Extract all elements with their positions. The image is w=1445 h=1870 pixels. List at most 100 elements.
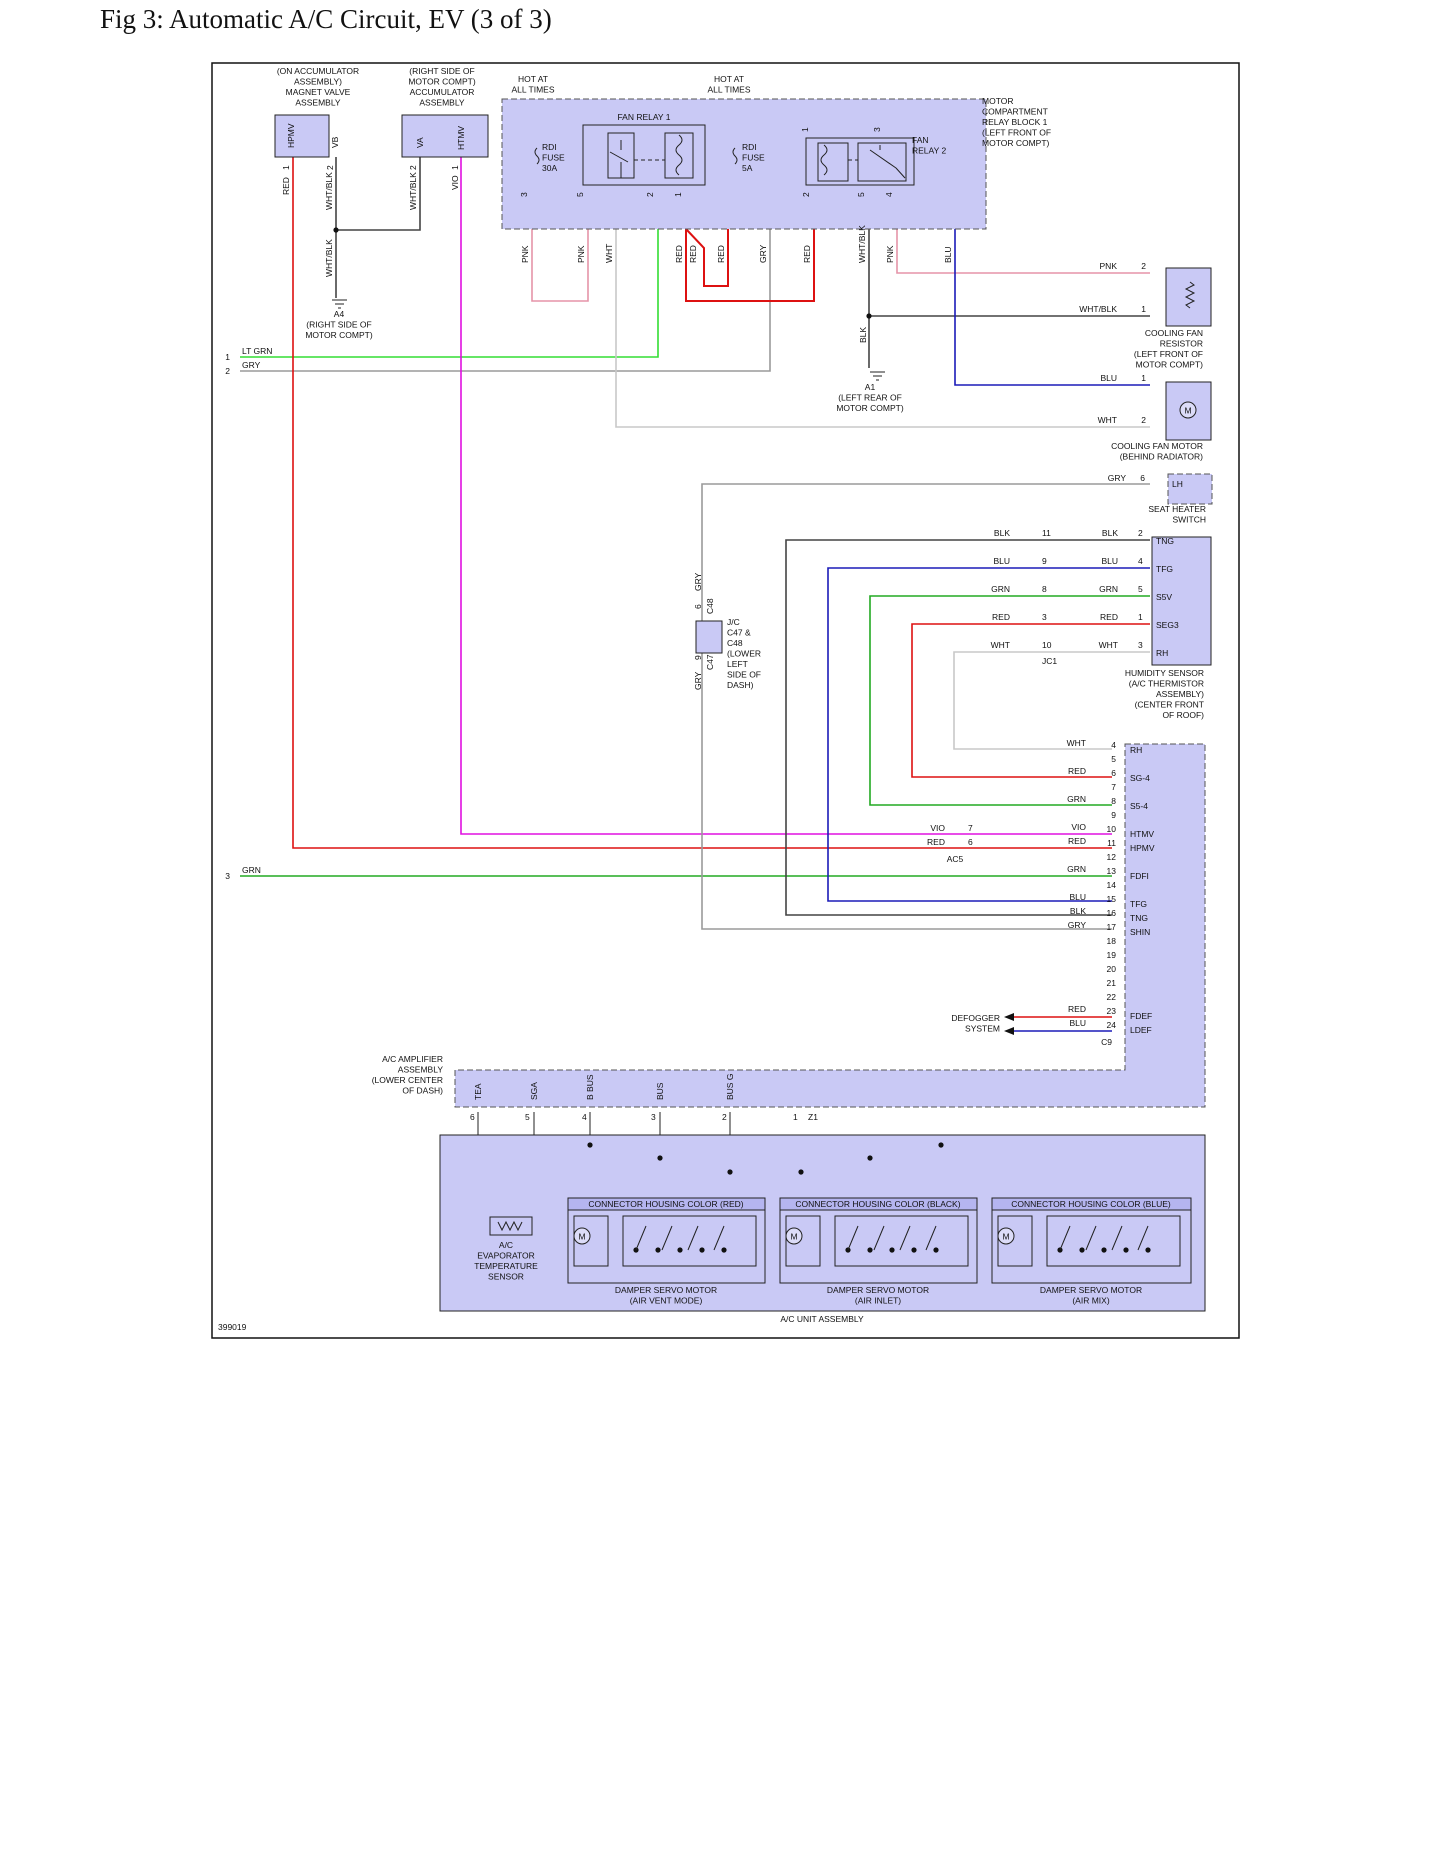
ground-a4-label-line: A4 — [334, 309, 345, 319]
splice-vb — [333, 227, 339, 233]
fuse-5a-label-line: RDI — [742, 142, 757, 152]
jc-label-line: C47 & — [727, 628, 751, 638]
humidity-num-1: 4 — [1138, 556, 1143, 566]
defogger-arrow-1 — [1004, 1027, 1014, 1035]
ground-a4-label-line: MOTOR COMPT) — [305, 330, 373, 340]
magnet-pin-num-1: 1 — [281, 165, 291, 170]
amp-pin-16: TNG — [1130, 913, 1148, 923]
jc-label-line: DASH) — [727, 680, 754, 690]
humidity-pin-2: S5V — [1156, 592, 1172, 602]
fan-relay-1-label: FAN RELAY 1 — [617, 112, 670, 122]
fan-conn-num-2: 1 — [1141, 373, 1146, 383]
amp-pin-num-4: 4 — [1111, 740, 1116, 750]
wire-blu-tfg — [827, 567, 1150, 902]
ac-amplifier-label-line: OF DASH) — [402, 1086, 443, 1096]
relay-wire-label-2: WHT — [604, 244, 614, 263]
hot1-label-line: HOT AT — [518, 74, 548, 84]
left-signal-num-2: 2 — [225, 366, 230, 376]
figure-id: 399019 — [218, 1322, 247, 1332]
jc-label-line: SIDE OF — [727, 670, 761, 680]
ac-amplifier-label-line: ASSEMBLY — [398, 1065, 444, 1075]
fuse-30a-label-line: RDI — [542, 142, 557, 152]
relay-symbols — [332, 132, 1196, 1232]
ground-a1-label-line: (LEFT REAR OF — [838, 393, 902, 403]
amp-bottom-pin-2: B BUS — [585, 1074, 595, 1100]
fan-relay-1-box — [582, 124, 706, 186]
amp-pin-num-10: 10 — [1107, 824, 1117, 834]
wire-wht-cooling-motor — [615, 229, 1150, 428]
left-signal-num-1: 1 — [225, 352, 230, 362]
relay-wire-label-8: RED — [802, 245, 812, 263]
amp-wire-15: BLU — [1069, 892, 1086, 902]
fan-relay-2-label-line: RELAY 2 — [912, 146, 946, 156]
servo-black-motor-letter: M — [790, 1232, 797, 1242]
amp-pin-10: HTMV — [1130, 829, 1154, 839]
cooling-fan-resistor-label-line: (LEFT FRONT OF — [1134, 349, 1203, 359]
amp-wire-4: WHT — [1067, 738, 1086, 748]
relay-wire-label-9: WHT/BLK — [857, 225, 867, 263]
seat-heater-pin: LH — [1172, 479, 1183, 489]
humidity-right-wire-4: WHT — [1099, 640, 1118, 650]
amp-pin-num-7: 7 — [1111, 782, 1116, 792]
servo-red-switch-frame — [622, 1215, 757, 1267]
jc-pin-6: 6 — [693, 604, 703, 609]
a1-wire-label: BLK — [858, 327, 868, 343]
hot2-label-line: HOT AT — [714, 74, 744, 84]
amp-pin-23: FDEF — [1130, 1011, 1152, 1021]
jc-label-line: (LOWER — [727, 649, 761, 659]
fan-conn-wire-1: WHT/BLK — [1079, 304, 1117, 314]
servo-red-contact-4 — [721, 1247, 727, 1253]
amp-bottom-num-4: 4 — [582, 1112, 587, 1122]
accumulator-label-line: ACCUMULATOR — [410, 87, 475, 97]
amp-bottom-num-2: 2 — [722, 1112, 727, 1122]
relay-wire-label-1: PNK — [576, 245, 586, 263]
fan-conn-wire-2: BLU — [1100, 373, 1117, 383]
humidity-right-wire-3: RED — [1100, 612, 1118, 622]
cooling-fan-resistor-box — [1165, 267, 1212, 327]
relay-wire-label-11: BLU — [943, 246, 953, 263]
wire-wht-blk-vb-va — [335, 157, 421, 231]
fan-relay-2-box — [805, 137, 915, 186]
amp-bottom-num-5: 5 — [525, 1112, 530, 1122]
relay-pin-num-1: 5 — [575, 192, 585, 197]
servo-red-contact-2 — [677, 1247, 683, 1253]
fan-conn-num-3: 2 — [1141, 415, 1146, 425]
humidity-jc-num-4: 10 — [1042, 640, 1052, 650]
wire-red-seg3 — [911, 623, 1150, 778]
servo-blue-header-bar — [991, 1197, 1192, 1211]
humidity-right-wire-0: BLK — [1102, 528, 1118, 538]
servo-black-header: CONNECTOR HOUSING COLOR (BLACK) — [795, 1199, 960, 1209]
wire-vio-htmv — [460, 157, 1112, 835]
servo-blue-motor-frame — [997, 1215, 1033, 1267]
amp-pin-15: TFG — [1130, 899, 1147, 909]
ac5-wire-0: VIO — [930, 823, 945, 833]
servo-blue-contact-1 — [1079, 1247, 1085, 1253]
seat-heater-wire: GRY — [1108, 473, 1127, 483]
accumulator-wire-vio: VIO — [450, 175, 460, 190]
accumulator-pin-htmv: HTMV — [456, 126, 466, 150]
jc-label-line: J/C — [727, 617, 740, 627]
amp-pin-num-24: 24 — [1107, 1020, 1117, 1030]
servo-black-motor — [785, 1227, 803, 1245]
amp-pin-num-8: 8 — [1111, 796, 1116, 806]
amp-pin-8: S5-4 — [1130, 801, 1148, 811]
amp-pin-4: RH — [1130, 745, 1142, 755]
humidity-sensor-label-line: ASSEMBLY) — [1156, 689, 1204, 699]
humidity-pin-0: TNG — [1156, 536, 1174, 546]
accumulator-label-line: (RIGHT SIDE OF — [409, 66, 475, 76]
humidity-sensor-label-line: OF ROOF) — [1162, 710, 1204, 720]
humidity-left-wire-2: GRN — [991, 584, 1010, 594]
amp-wire-6: RED — [1068, 766, 1086, 776]
cooling-fan-resistor-label-line: MOTOR COMPT) — [1136, 360, 1204, 370]
relay-block-label-line: MOTOR COMPT) — [982, 138, 1050, 148]
amp-pin-6: SG-4 — [1130, 773, 1150, 783]
wire-red-hpmv — [292, 157, 1112, 849]
jc-pin-9: 9 — [693, 655, 703, 660]
left-signal-num-3: 3 — [225, 871, 230, 881]
jc-wire-top: GRY — [693, 572, 703, 591]
relay-pin-num-0: 3 — [519, 192, 529, 197]
accumulator-wire-wht-blk: WHT/BLK — [408, 172, 418, 210]
amp-pin-11: HPMV — [1130, 843, 1155, 853]
humidity-num-2: 5 — [1138, 584, 1143, 594]
